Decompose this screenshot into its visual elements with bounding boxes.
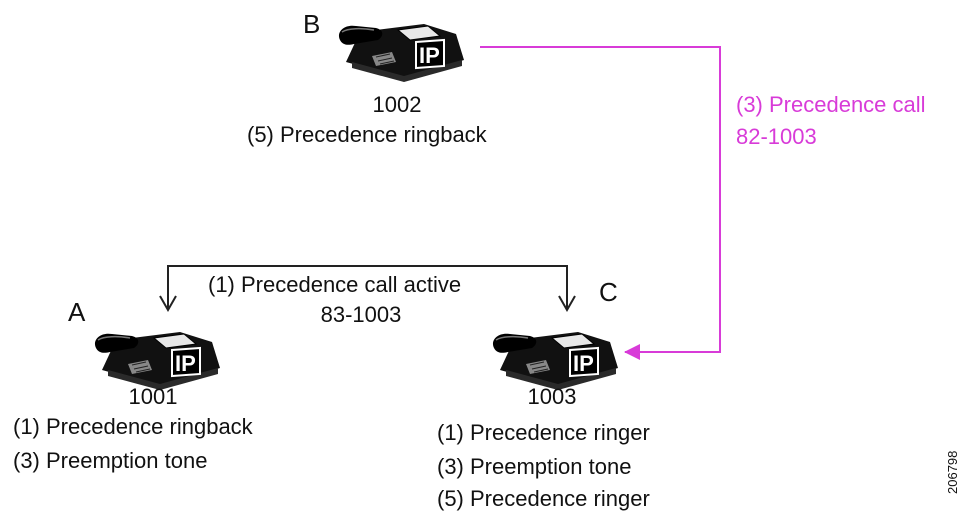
precedence-call-arrowhead [624, 344, 640, 360]
phone-c-note-1: (1) Precedence ringer [437, 420, 650, 445]
precedence-call-number: 82-1003 [736, 124, 817, 149]
active-call-arrow-c [558, 295, 576, 313]
phone-c-letter: C [599, 277, 618, 307]
phone-c-note-3: (5) Precedence ringer [437, 486, 650, 511]
phone-a-note-1: (1) Precedence ringback [13, 414, 253, 439]
phone-c-number: 1003 [527, 384, 577, 409]
phone-c-note-2: (3) Preemption tone [437, 454, 632, 479]
active-call-line [167, 265, 568, 310]
phone-a-number: 1001 [128, 384, 178, 409]
figure-id: 206798 [945, 450, 960, 494]
phone-b-letter: B [303, 9, 321, 39]
ip-phone-a-icon: IP [94, 332, 220, 390]
precedence-call-line [480, 46, 721, 353]
precedence-call-label: (3) Precedence call [736, 92, 926, 117]
active-call-number: 83-1003 [320, 302, 402, 327]
svg-text:IP: IP [573, 351, 594, 376]
phone-b-number: 1002 [372, 92, 422, 117]
phone-a-note-2: (3) Preemption tone [13, 448, 208, 473]
svg-text:IP: IP [175, 351, 196, 376]
active-call-label: (1) Precedence call active [208, 272, 462, 297]
ip-phone-c-icon: IP [492, 332, 618, 390]
phone-b-note-1: (5) Precedence ringback [247, 122, 487, 147]
svg-text:IP: IP [419, 43, 440, 68]
phone-a-letter: A [68, 297, 86, 327]
active-call-arrow-a [159, 295, 177, 313]
ip-phone-b-icon: IP [338, 24, 464, 82]
